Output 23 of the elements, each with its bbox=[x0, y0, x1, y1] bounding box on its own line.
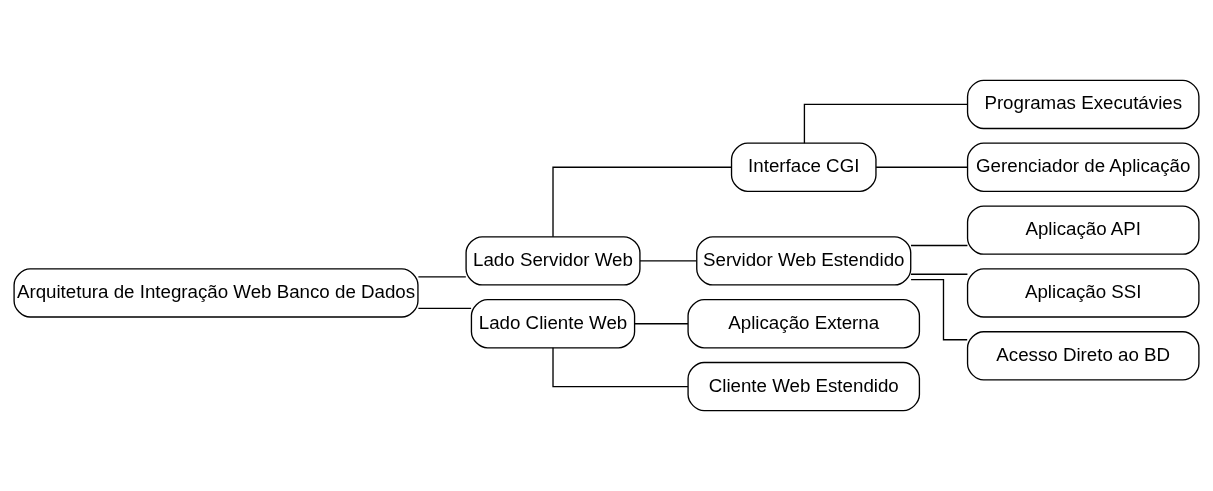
node-box: Arquitetura de Integração Web Banco de Dados bbox=[13, 268, 419, 318]
connector bbox=[803, 103, 969, 144]
node-box: Aplicação Externa bbox=[687, 299, 921, 349]
connector bbox=[910, 273, 969, 275]
connector bbox=[417, 307, 472, 310]
node-box: Acesso Direto ao BD bbox=[966, 331, 1200, 381]
node-box: Programas Executávies bbox=[966, 79, 1200, 130]
node-box: Lado Servidor Web bbox=[465, 236, 641, 286]
connector bbox=[639, 260, 698, 262]
connector bbox=[634, 323, 689, 325]
connector bbox=[552, 166, 732, 238]
node-box: Servidor Web Estendido bbox=[696, 236, 912, 286]
node-box: Aplicação SSI bbox=[966, 268, 1200, 318]
connector bbox=[552, 347, 689, 388]
connector bbox=[417, 276, 467, 278]
node-box: Interface CGI bbox=[730, 142, 877, 192]
node-box: Gerenciador de Aplicação bbox=[966, 142, 1200, 192]
node-box: Cliente Web Estendido bbox=[687, 361, 921, 412]
connector bbox=[910, 244, 969, 247]
connector bbox=[910, 278, 968, 341]
connector bbox=[875, 166, 968, 168]
node-box: Lado Cliente Web bbox=[470, 299, 636, 349]
node-box: Aplicação API bbox=[966, 205, 1200, 255]
